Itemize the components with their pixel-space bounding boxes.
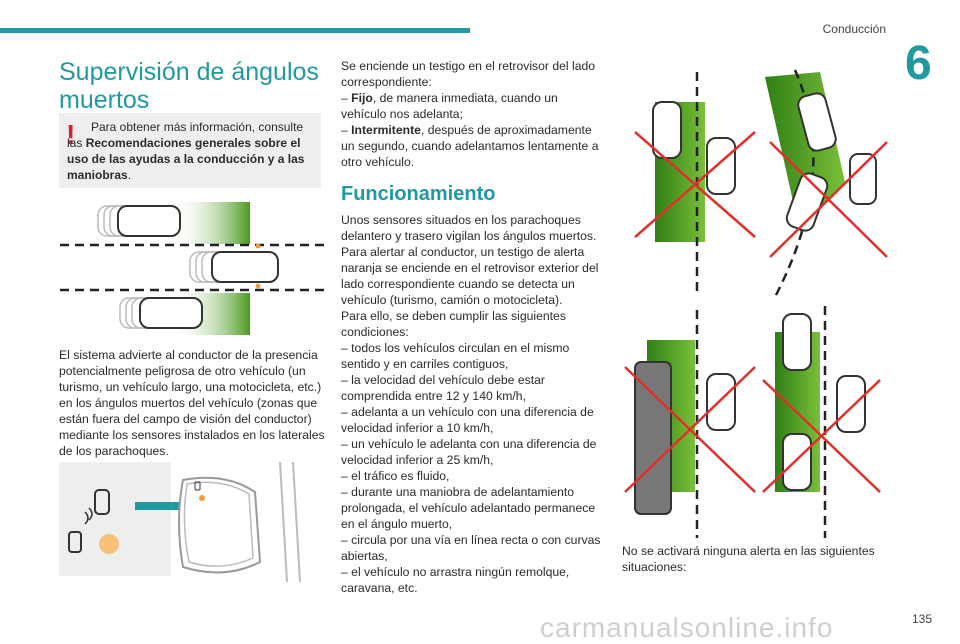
condition-item: – el tráfico es fluido, [341, 469, 450, 483]
indicator-intro: Se enciende un testigo en el retrovisor … [341, 59, 596, 89]
note-link-text: Recomendaciones generales sobre el uso d… [67, 136, 305, 182]
condition-item: – la velocidad del vehículo debe estar c… [341, 373, 545, 403]
page-title: Supervisión de ángulos muertos [59, 58, 319, 114]
no-alert-situations-diagram [624, 69, 888, 538]
mirror-indicator-panel [59, 462, 171, 576]
condition-item: – circula por una vía en línea recta o c… [341, 533, 601, 563]
middle-column: Se enciende un testigo en el retrovisor … [341, 58, 601, 596]
header-accent-bar [0, 28, 470, 33]
condition-item: – adelanta a un vehículo con una diferen… [341, 405, 594, 435]
section-name: Conducción [822, 22, 886, 36]
page-number: 135 [911, 612, 932, 626]
indicator-fixed: – Fijo, de manera inmediata, cuando un v… [341, 91, 558, 121]
condition-item: – todos los vehículos circulan en el mis… [341, 341, 570, 371]
exclamation-icon: ! [66, 119, 76, 150]
chapter-number: 6 [905, 37, 932, 90]
info-note: ! Para obtener más información, consulte… [59, 113, 321, 188]
blind-spot-diagram [60, 202, 328, 335]
right-caption: No se activará ninguna alerta en las sig… [622, 544, 875, 574]
conditions-intro: Para ello, se deben cumplir las siguient… [341, 309, 566, 339]
side-mirror-illustration [135, 462, 301, 582]
blind-spot-warning-icon [68, 489, 119, 554]
note-text: Para obtener más información, consulte l… [67, 120, 305, 182]
section-heading-funcionamiento: Funcionamiento [341, 183, 496, 205]
indicator-flashing: – Intermitente, después de aproximadamen… [341, 123, 599, 169]
left-paragraph: El sistema advierte al conductor de la p… [59, 348, 325, 458]
operation-paragraph: Unos sensores situados en los parachoque… [341, 213, 599, 307]
condition-item: – un vehículo le adelanta con una difere… [341, 437, 597, 467]
watermark: carmanualsonline.info [540, 612, 834, 643]
condition-item: – el vehículo no arrastra ningún remolqu… [341, 565, 570, 595]
condition-item: – durante una maniobra de adelantamiento… [341, 485, 596, 531]
